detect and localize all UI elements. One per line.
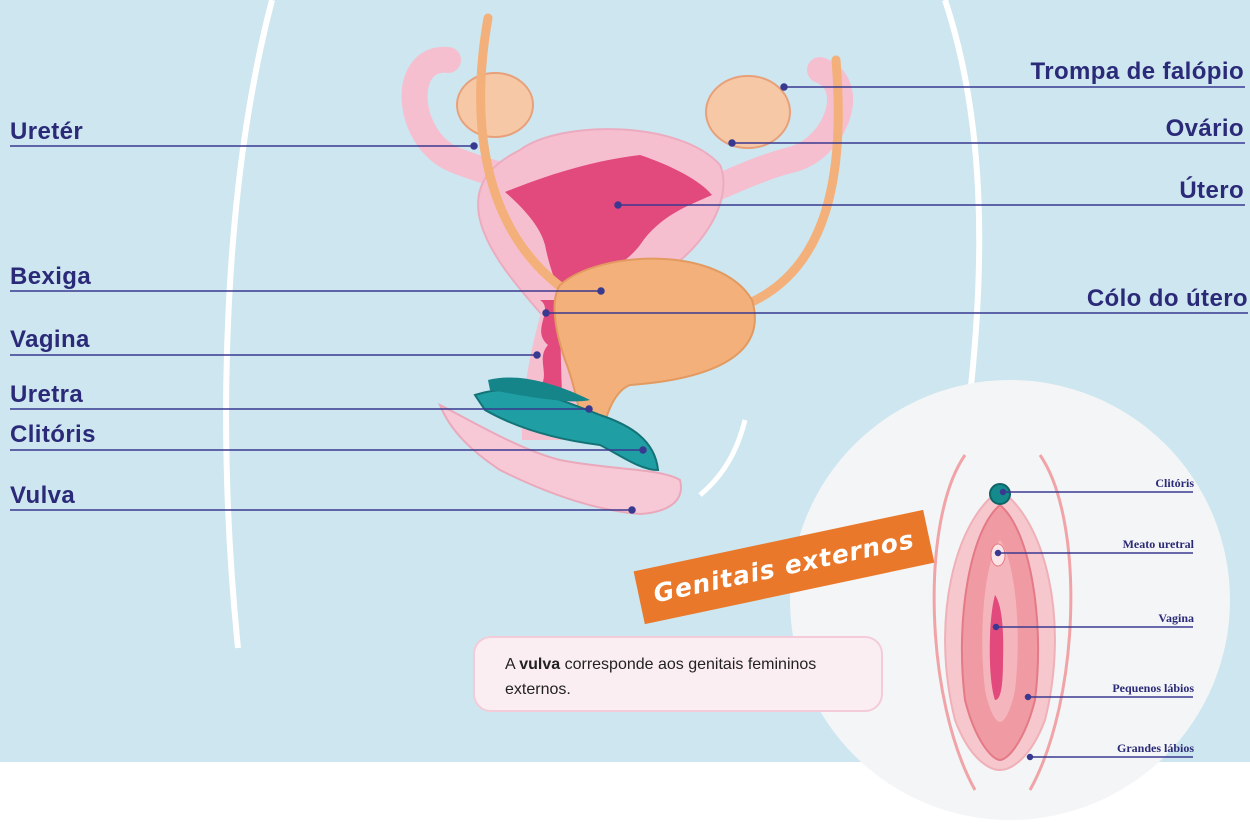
left-ovary: [457, 73, 533, 137]
label-ext-clitoris: Clitóris: [1155, 476, 1194, 491]
caption-bold: vulva: [519, 656, 560, 673]
label-vagina: Vagina: [10, 326, 90, 354]
label-ovario: Ovário: [1166, 115, 1244, 143]
label-ureter: Uretér: [10, 118, 83, 146]
caption-box: A vulva corresponde aos genitais feminin…: [473, 636, 883, 712]
caption-prefix: A: [505, 656, 519, 673]
clitoris-external: [990, 484, 1010, 504]
label-ext-meato: Meato uretral: [1123, 537, 1194, 552]
label-ext-pequenos: Pequenos lábios: [1112, 681, 1194, 696]
label-ext-grandes: Grandes lábios: [1117, 741, 1194, 756]
label-bexiga: Bexiga: [10, 263, 91, 291]
right-ovary: [706, 76, 790, 148]
label-uretra: Uretra: [10, 381, 83, 409]
label-trompa: Trompa de falópio: [1031, 58, 1244, 86]
label-clitoris: Clitóris: [10, 421, 96, 449]
label-utero: Útero: [1179, 177, 1244, 205]
label-colo: Cólo do útero: [1087, 285, 1248, 313]
label-vulva: Vulva: [10, 482, 75, 510]
label-ext-vagina: Vagina: [1158, 611, 1194, 626]
